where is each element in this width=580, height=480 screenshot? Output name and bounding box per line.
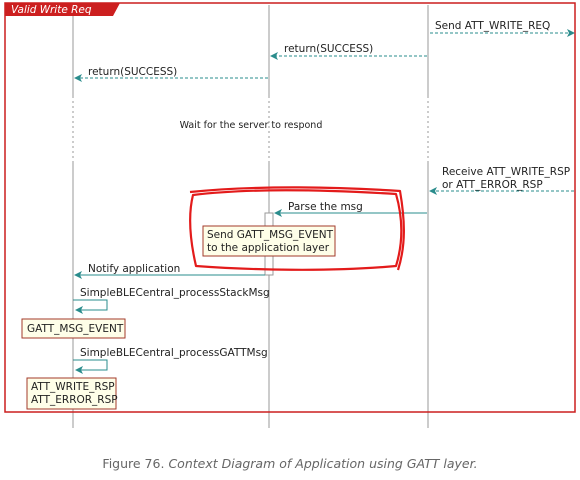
msg-process-stack: SimpleBLECentral_processStackMsg bbox=[80, 287, 270, 299]
msg-receive-line2: or ATT_ERROR_RSP bbox=[442, 179, 543, 191]
frame-valid-write-req bbox=[4, 2, 576, 413]
msg-return-success-app: return(SUCCESS) bbox=[88, 66, 177, 78]
msg-return-success-gatt: return(SUCCESS) bbox=[284, 43, 373, 55]
note-send-line2: to the application layer bbox=[207, 242, 330, 254]
caption-number: Figure 76. bbox=[102, 456, 165, 471]
msg-receive-line1: Receive ATT_WRITE_RSP bbox=[442, 166, 570, 178]
note-att-write-rsp: ATT_WRITE_RSP bbox=[31, 381, 115, 393]
note-gatt-msg-event bbox=[21, 318, 126, 339]
note-send-gatt-msg-event bbox=[202, 225, 336, 257]
note-gatt-msg-event-text: GATT_MSG_EVENT bbox=[27, 323, 124, 335]
figure-caption: Figure 76. Context Diagram of Applicatio… bbox=[0, 456, 580, 471]
arrow-process-gatt bbox=[73, 359, 108, 374]
msg-process-gatt: SimpleBLECentral_processGATTMsg bbox=[80, 347, 268, 359]
note-send-line1: Send GATT_MSG_EVENT bbox=[207, 229, 334, 241]
wait-gap-mask bbox=[60, 96, 450, 162]
note-att-error-rsp: ATT_ERROR_RSP bbox=[31, 394, 118, 406]
arrow-process-stack bbox=[73, 299, 108, 314]
frame-label-tab bbox=[5, 3, 120, 16]
caption-title: Context Diagram of Application using GAT… bbox=[168, 456, 478, 471]
note-att-rsp bbox=[26, 377, 117, 410]
msg-parse: Parse the msg bbox=[288, 201, 363, 213]
frame-label: Valid Write Req bbox=[11, 4, 92, 16]
highlight-scribble bbox=[189, 186, 405, 271]
msg-send-att-write-req: Send ATT_WRITE_REQ bbox=[435, 20, 550, 32]
msg-notify-app: Notify application bbox=[88, 263, 180, 275]
wait-divider-text: Wait for the server to respond bbox=[180, 120, 323, 131]
